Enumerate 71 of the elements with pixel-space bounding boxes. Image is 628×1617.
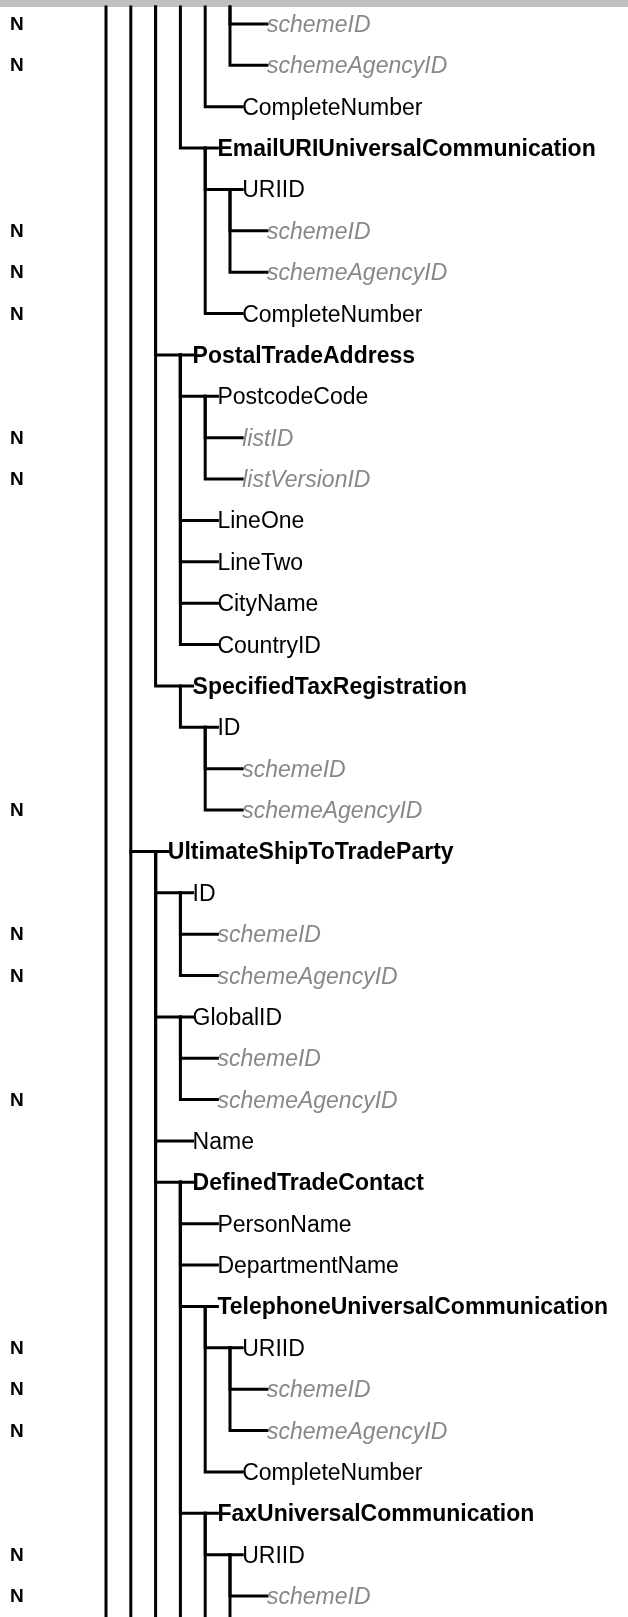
attribute-name: schemeAgencyID bbox=[267, 258, 448, 287]
element-name: DepartmentName bbox=[217, 1251, 399, 1280]
element-name: LineOne bbox=[217, 506, 305, 535]
element-name: SpecifiedTaxRegistration bbox=[192, 671, 467, 700]
attribute-name: schemeAgencyID bbox=[242, 796, 423, 824]
flag-letter: N bbox=[10, 301, 24, 326]
attribute-name: schemeID bbox=[267, 216, 371, 245]
flag-letter: N bbox=[10, 1335, 24, 1360]
element-name: DefinedTradeContact bbox=[192, 1168, 424, 1197]
flag-letter: N bbox=[10, 53, 24, 78]
tree-connector bbox=[178, 1180, 182, 1617]
attribute-name: schemeID bbox=[242, 754, 346, 783]
element-name: CompleteNumber bbox=[242, 1457, 423, 1486]
attribute-name: schemeAgencyID bbox=[217, 1085, 398, 1114]
element-name: UltimateShipToTradeParty bbox=[167, 837, 454, 866]
attribute-name: schemeID bbox=[217, 920, 321, 949]
tree-connector bbox=[203, 1511, 207, 1617]
element-name: EmailURIUniversalCommunication bbox=[217, 134, 596, 163]
flag-letter: N bbox=[10, 12, 24, 36]
element-name: CountryID bbox=[217, 630, 321, 659]
flag-letter: N bbox=[10, 218, 24, 243]
flag-letter: N bbox=[10, 1087, 24, 1112]
tree-connector bbox=[203, 394, 244, 481]
element-name: PostalTradeAddress bbox=[192, 340, 415, 369]
attribute-name: schemeID bbox=[267, 10, 371, 38]
tree-connector bbox=[178, 1015, 219, 1102]
attribute-name: schemeID bbox=[267, 1375, 371, 1404]
flag-letter: N bbox=[10, 1377, 24, 1402]
tree-connector bbox=[178, 891, 219, 977]
attribute-name: listVersionID bbox=[242, 465, 371, 494]
attribute-name: schemeAgencyID bbox=[217, 961, 398, 990]
attribute-name: listID bbox=[242, 423, 294, 452]
flag-letter: N bbox=[10, 798, 24, 822]
tree-connector bbox=[203, 5, 244, 109]
flag-letter: N bbox=[10, 425, 24, 450]
attribute-name: schemeID bbox=[217, 1044, 321, 1073]
element-name: CityName bbox=[217, 589, 319, 618]
tree-connector bbox=[203, 725, 244, 812]
flag-letter: N bbox=[10, 922, 24, 947]
flag-letter: N bbox=[10, 963, 24, 988]
element-name: ID bbox=[217, 713, 241, 742]
element-name: URIID bbox=[242, 1540, 305, 1569]
flag-letter: N bbox=[10, 1584, 24, 1609]
flag-letter: N bbox=[10, 260, 24, 285]
tree-connector bbox=[228, 1346, 269, 1433]
element-name: GlobalID bbox=[192, 1002, 283, 1031]
tree-connector bbox=[228, 188, 269, 274]
tree-connector bbox=[154, 5, 195, 688]
element-name: URIID bbox=[242, 1333, 305, 1362]
element-name: CompleteNumber bbox=[242, 92, 423, 121]
tree-connector bbox=[178, 5, 219, 150]
tree-connector bbox=[228, 1553, 232, 1617]
flag-letter: N bbox=[10, 467, 24, 492]
tree-connector bbox=[228, 5, 269, 67]
element-name: FaxUniversalCommunication bbox=[217, 1499, 535, 1528]
element-name: Name bbox=[192, 1127, 254, 1155]
element-name: PostcodeCode bbox=[217, 382, 369, 411]
attribute-name: schemeAgencyID bbox=[267, 51, 448, 80]
element-name: LineTwo bbox=[217, 547, 304, 576]
element-name: CompleteNumber bbox=[242, 299, 423, 328]
tree-connector bbox=[203, 146, 244, 316]
element-name: PersonName bbox=[217, 1209, 352, 1238]
attribute-name: schemeAgencyID bbox=[267, 1416, 448, 1445]
flag-letter: N bbox=[10, 1418, 24, 1443]
element-name: URIID bbox=[242, 175, 305, 204]
attribute-name: schemeID bbox=[267, 1582, 371, 1611]
flag-letter: N bbox=[10, 1542, 24, 1567]
tree-connector bbox=[129, 5, 170, 853]
tree-connector bbox=[178, 684, 219, 729]
element-name: ID bbox=[192, 878, 216, 907]
element-name: TelephoneUniversalCommunication bbox=[217, 1292, 609, 1321]
